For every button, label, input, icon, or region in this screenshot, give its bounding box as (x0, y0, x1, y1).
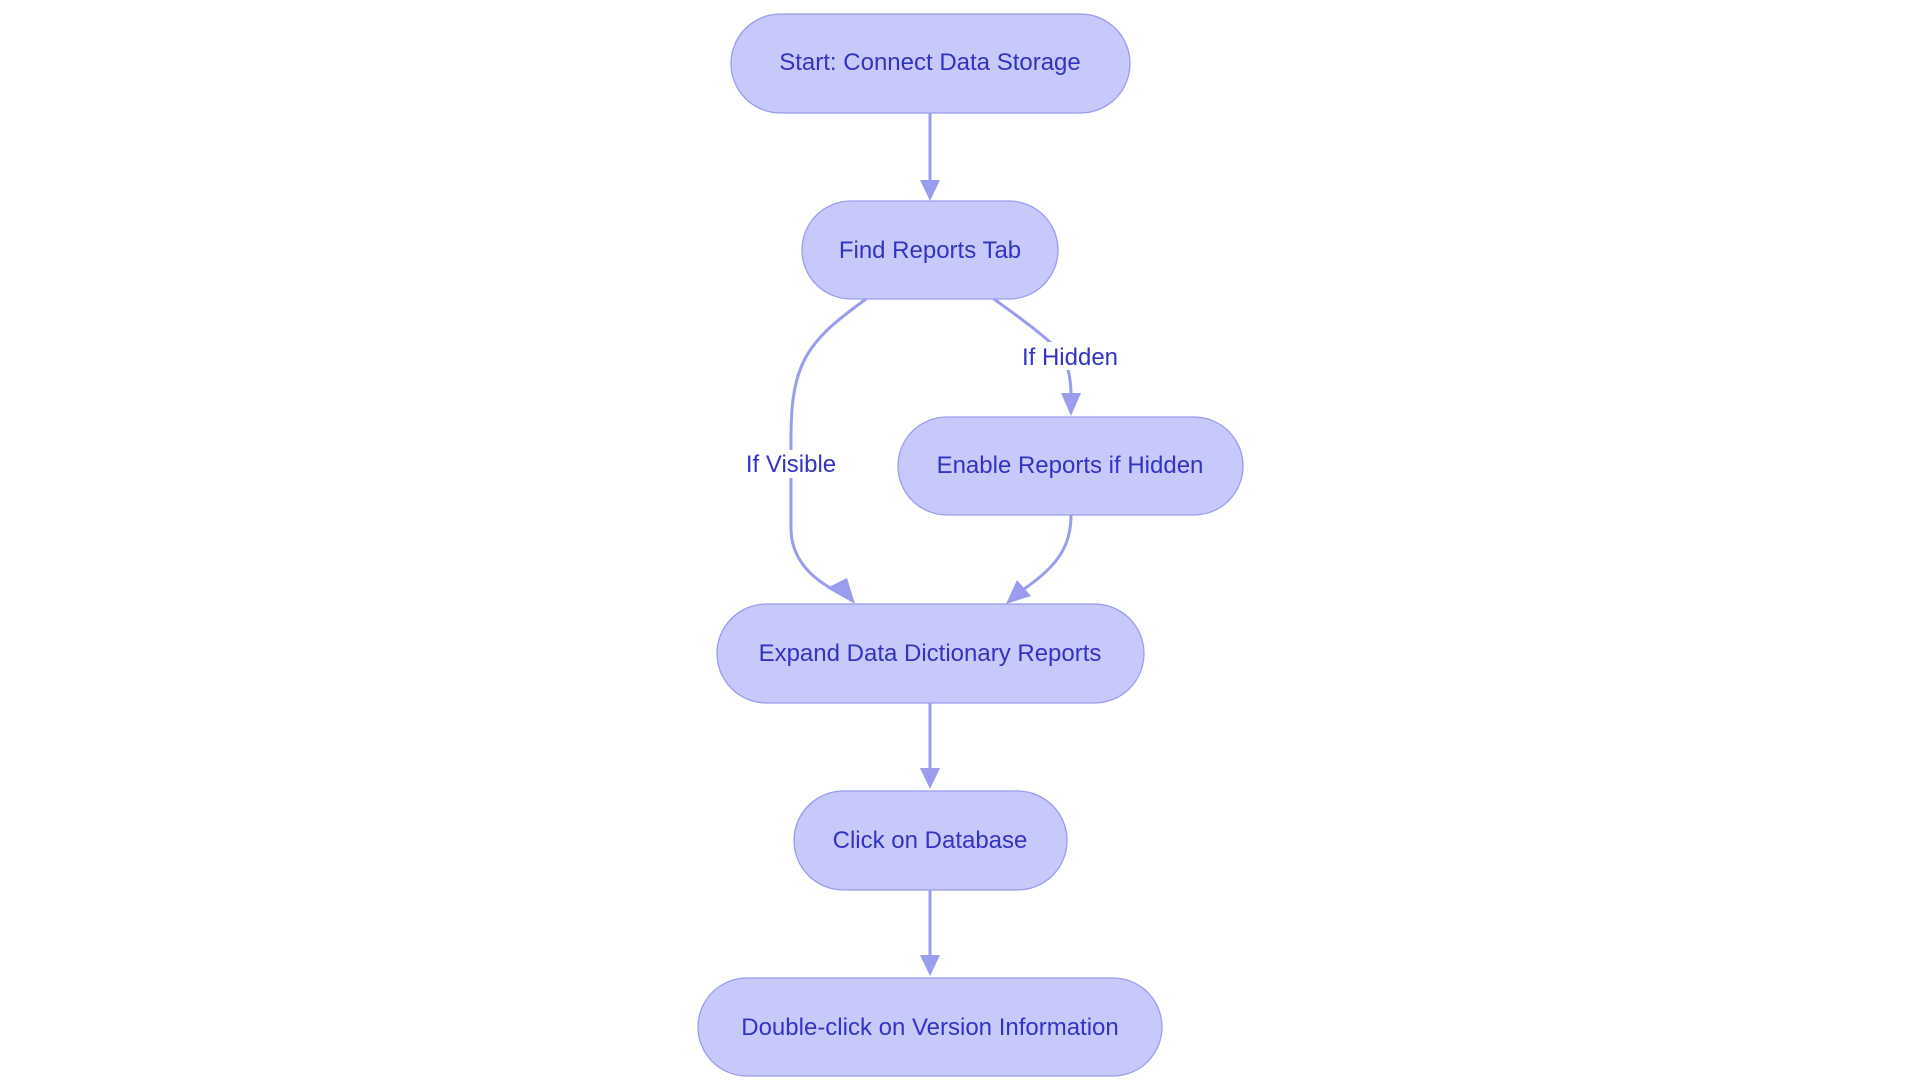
node-enable-reports-if-hidden: Enable Reports if Hidden (897, 416, 1244, 516)
edge-click-to-dbl (920, 890, 940, 976)
node-start-connect-data-storage: Start: Connect Data Storage (730, 13, 1131, 114)
node-expand-label: Expand Data Dictionary Reports (759, 640, 1102, 667)
node-click-label: Click on Database (833, 827, 1028, 854)
edge-enable-to-expand (1006, 514, 1073, 604)
edge-label-if-visible-text: If Visible (746, 451, 836, 478)
node-expand-data-dictionary-reports: Expand Data Dictionary Reports (716, 603, 1145, 704)
edge-label-if-hidden-text: If Hidden (1022, 344, 1118, 371)
node-enable-label: Enable Reports if Hidden (937, 452, 1204, 479)
edge-label-if-visible: If Visible (740, 450, 843, 478)
node-click-on-database: Click on Database (793, 790, 1068, 891)
node-find-label: Find Reports Tab (839, 237, 1021, 264)
node-start-label: Start: Connect Data Storage (779, 49, 1081, 76)
node-dbl-label: Double-click on Version Information (741, 1014, 1119, 1041)
edge-label-if-hidden: If Hidden (1016, 342, 1124, 371)
edge-find-to-expand (789, 297, 867, 604)
node-find-reports-tab: Find Reports Tab (801, 200, 1059, 300)
node-double-click-version-information: Double-click on Version Information (697, 977, 1163, 1077)
edge-start-to-find (920, 113, 940, 201)
edge-expand-to-click (920, 703, 940, 789)
